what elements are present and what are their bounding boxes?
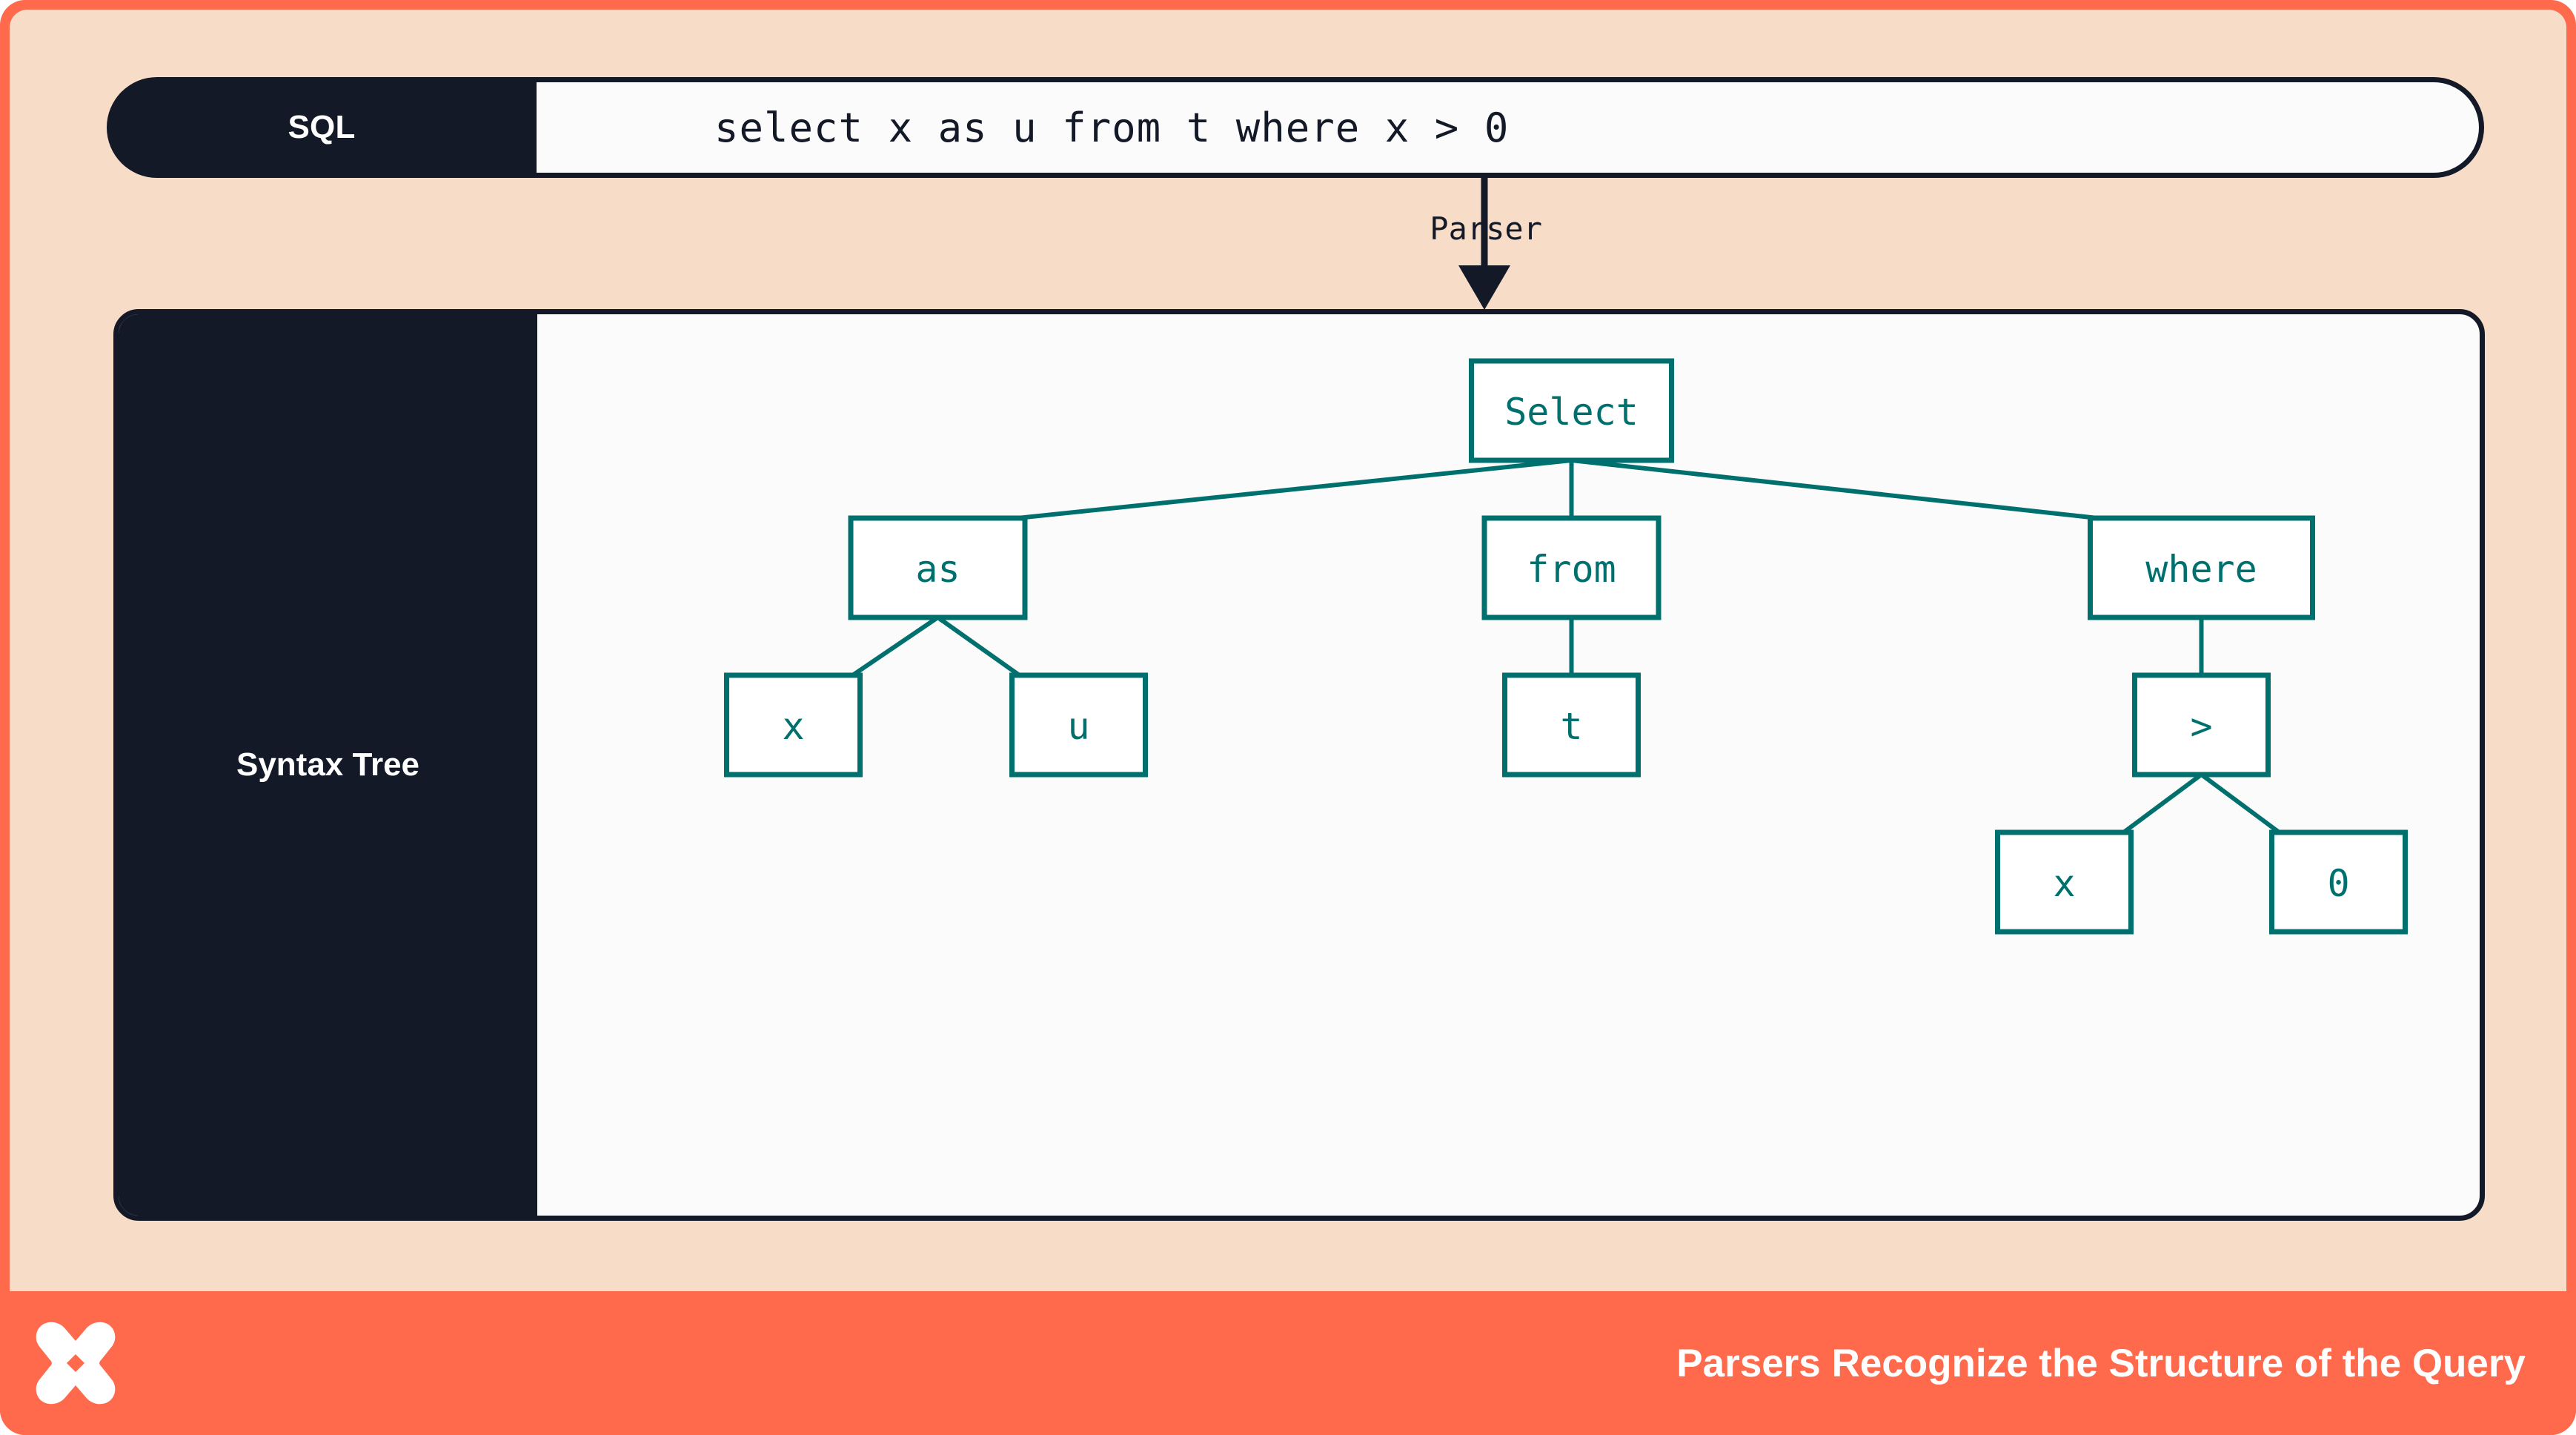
- tree-edge: [936, 615, 1021, 677]
- tree-node-box: [2132, 672, 2271, 778]
- tree-node-label: 0: [2327, 862, 2349, 905]
- butterfly-x-logo-icon: [36, 1322, 116, 1405]
- footer-bar: Parsers Recognize the Structure of the Q…: [0, 1291, 2576, 1435]
- syntax-tree-canvas: Select as from where x u t > x 0: [537, 314, 2480, 1216]
- tree-node-box: [2088, 515, 2315, 620]
- tree-node-as_x[interactable]: x: [724, 672, 863, 778]
- tree-edge: [851, 615, 940, 677]
- parser-transform: Parser: [1269, 178, 1581, 311]
- tree-node-box: [1995, 829, 2134, 935]
- tree-node-label: x: [2053, 862, 2075, 905]
- sql-row: SQL select x as u from t where x > 0: [107, 77, 2484, 178]
- tree-node-box: [1469, 358, 1674, 463]
- tree-node-group: Select as from where x u t > x 0: [724, 358, 2408, 935]
- tree-node-gt[interactable]: >: [2132, 672, 2271, 778]
- tree-node-from[interactable]: from: [1481, 515, 1662, 620]
- syntax-tree-sidebar: Syntax Tree: [119, 314, 537, 1216]
- tree-node-label: from: [1527, 548, 1616, 591]
- syntax-tree-graph: Select as from where x u t > x 0: [724, 358, 2408, 935]
- sql-label-text: SQL: [288, 109, 356, 145]
- tree-node-box: [1502, 672, 1641, 778]
- sql-label-pill: SQL: [107, 77, 537, 178]
- tree-edge: [1017, 458, 1572, 520]
- footer-caption: Parsers Recognize the Structure of the Q…: [1676, 1341, 2526, 1385]
- syntax-tree-label: Syntax Tree: [236, 746, 420, 783]
- tree-node-as_u[interactable]: u: [1009, 672, 1148, 778]
- content-stage: SQL select x as u from t where x > 0 Par…: [10, 10, 2566, 1291]
- tree-edge-group: [851, 458, 2281, 835]
- tree-node-select[interactable]: Select: [1469, 358, 1674, 463]
- tree-node-label: as: [915, 548, 960, 591]
- tree-node-box: [1009, 672, 1148, 778]
- tree-node-as[interactable]: as: [848, 515, 1028, 620]
- tree-node-gt_x[interactable]: x: [1995, 829, 2134, 935]
- tree-edge: [1571, 458, 2098, 520]
- tree-edge: [2122, 772, 2203, 835]
- tree-node-label: t: [1560, 705, 1582, 748]
- tree-node-where[interactable]: where: [2088, 515, 2315, 620]
- tree-node-label: u: [1067, 705, 1089, 748]
- tree-node-label: x: [782, 705, 804, 748]
- tree-node-gt_0[interactable]: 0: [2269, 829, 2408, 935]
- tree-node-label: Select: [1504, 391, 1639, 434]
- tree-node-label: >: [2190, 705, 2212, 748]
- tree-node-box: [724, 672, 863, 778]
- arrow-down-icon: [1458, 178, 1510, 310]
- tree-node-label: where: [2145, 548, 2257, 591]
- tree-node-box: [1481, 515, 1662, 620]
- syntax-tree-panel: Syntax Tree Select as from where x u t > x 0: [113, 309, 2485, 1221]
- tree-node-from_t[interactable]: t: [1502, 672, 1641, 778]
- parser-label: Parser: [1430, 211, 1542, 247]
- tree-node-box: [848, 515, 1028, 620]
- sql-query-text: select x as u from t where x > 0: [714, 104, 1510, 151]
- sql-query-field[interactable]: select x as u from t where x > 0: [537, 77, 2484, 178]
- tree-edge: [2200, 772, 2281, 835]
- tree-node-box: [2269, 829, 2408, 935]
